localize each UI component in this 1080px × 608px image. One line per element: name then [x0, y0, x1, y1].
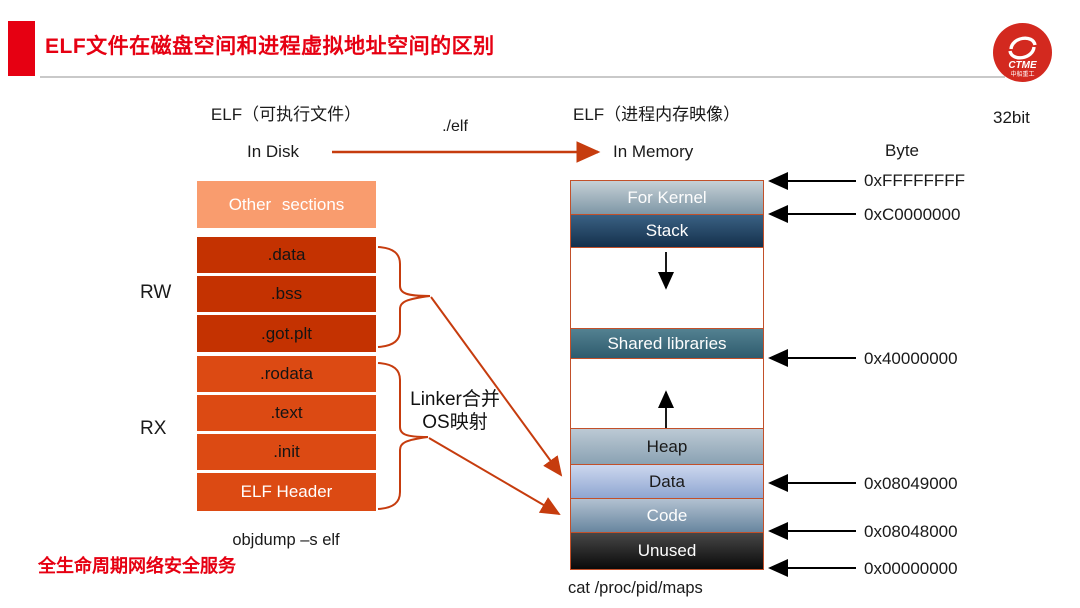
memory-heading: ELF（进程内存映像）	[573, 105, 741, 124]
rx-permission-label: RX	[140, 418, 167, 439]
mapping-note-line2: OS映射	[422, 412, 488, 433]
memory-block-stack: Stack	[570, 214, 764, 248]
exec-arrow-label: ./elf	[442, 118, 468, 135]
address-0x08049000: 0x08049000	[864, 474, 958, 493]
memory-block-data: Data	[570, 464, 764, 499]
logo-brand-subtext: 中船重工	[1010, 70, 1034, 78]
disk-caption: objdump –s elf	[232, 531, 340, 549]
byte-unit-label: Byte	[885, 141, 920, 160]
memory-block-heap-growth-region	[570, 358, 764, 429]
ctme-logo: CTME 中船重工	[993, 23, 1052, 82]
memory-block-code: Code	[570, 498, 764, 533]
mapping-arrow-to-data	[430, 296, 563, 477]
disk-block-bss: .bss	[197, 276, 376, 312]
address-0xffffffff: 0xFFFFFFFF	[864, 171, 966, 190]
address-0x40000000: 0x40000000	[864, 349, 958, 368]
rw-permission-label: RW	[140, 282, 172, 303]
mapping-note: Linker合并 OS映射	[390, 388, 520, 434]
disk-block-got-plt: .got.plt	[197, 315, 376, 352]
memory-caption: cat /proc/pid/maps	[568, 579, 703, 597]
in-disk-label: In Disk	[247, 142, 299, 161]
page-title: ELF文件在磁盘空间和进程虚拟地址空间的区别	[45, 35, 495, 58]
memory-block-for-kernel: For Kernel	[570, 180, 764, 215]
mapping-note-line1: Linker合并	[410, 389, 500, 410]
memory-block-heap: Heap	[570, 428, 764, 465]
disk-block-text: .text	[197, 395, 376, 431]
logo-circle	[993, 23, 1052, 82]
memory-block-unused: Unused	[570, 532, 764, 570]
memory-block-shared-libraries: Shared libraries	[570, 328, 764, 359]
disk-block-rodata: .rodata	[197, 356, 376, 392]
mapping-arrow-to-code	[428, 437, 561, 516]
memory-block-stack-growth-region	[570, 247, 764, 329]
title-divider	[40, 76, 1005, 78]
disk-block-other-sections: Other sections	[197, 181, 376, 228]
disk-block-data: .data	[197, 237, 376, 273]
address-0x00000000: 0x00000000	[864, 559, 958, 578]
rw-group-brace	[377, 246, 431, 348]
logo-brand-text: CTME	[1008, 60, 1037, 71]
disk-heading: ELF（可执行文件）	[210, 105, 362, 124]
disk-block-init: .init	[197, 434, 376, 470]
footer-slogan: 全生命周期网络安全服务	[38, 556, 236, 576]
address-0xc0000000: 0xC0000000	[864, 205, 961, 224]
in-memory-label: In Memory	[613, 142, 694, 161]
disk-block-elf-header: ELF Header	[197, 473, 376, 511]
address-0x08048000: 0x08048000	[864, 522, 958, 541]
logo-swirl-icon	[1009, 36, 1037, 50]
title-accent-square	[8, 21, 35, 76]
rx-group-brace	[377, 362, 429, 510]
arch-label: 32bit	[993, 108, 1030, 127]
